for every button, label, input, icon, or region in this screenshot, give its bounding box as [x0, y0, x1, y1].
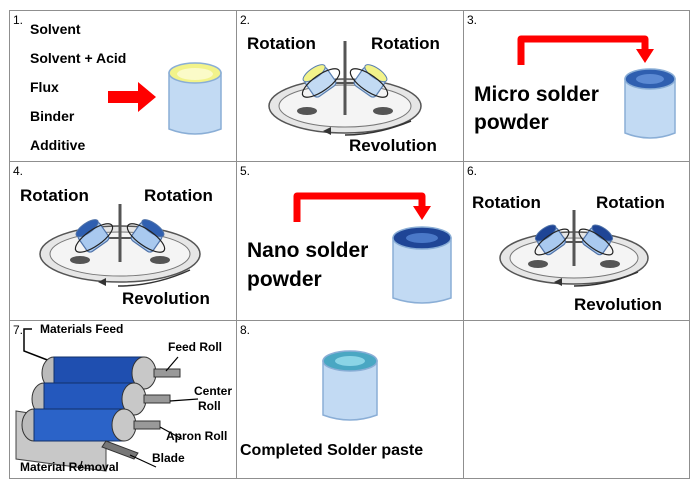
mixer-graphic [268, 41, 422, 136]
step-number: 5. [240, 164, 251, 178]
rotation-left-label: Rotation [472, 193, 541, 212]
cup-left-icon [74, 219, 114, 253]
cup-right-icon [349, 64, 389, 98]
ingredient-binder: Binder [30, 108, 75, 124]
step-3-cell: 3. Micro solder powder [463, 10, 690, 162]
right-arrow-icon [108, 82, 156, 112]
step-number: 4. [13, 164, 24, 178]
curved-arrow-icon [517, 35, 649, 65]
ingredient-solvent-acid: Solvent + Acid [30, 50, 127, 66]
step-4-cell: 4. Rotation Rotation Revolution [9, 161, 237, 321]
three-roll-mill-graphic [15, 328, 199, 472]
micro-solder-label: Micro solder [474, 83, 599, 106]
step-3-graphic [517, 35, 676, 139]
roll-label: Roll [198, 399, 221, 413]
cup-yellow-icon [168, 62, 222, 135]
completed-solder-paste-label: Completed Solder paste [240, 442, 424, 459]
revolution-label: Revolution [574, 295, 662, 314]
feed-roll-label: Feed Roll [168, 340, 223, 354]
step-8-cell: 8. Completed Solder paste [236, 320, 464, 479]
cup-left-icon [301, 64, 341, 98]
step-number: 6. [467, 164, 478, 178]
step-2-cell: 2. Rotation Rotation Revolution [236, 10, 464, 162]
powder-label: powder [474, 111, 549, 134]
rotation-left-label: Rotation [247, 34, 316, 53]
materials-feed-label: Materials Feed [40, 322, 124, 336]
step-5-graphic [293, 192, 452, 304]
step-8-graphic [322, 350, 378, 421]
step-number: 8. [240, 323, 251, 337]
mixer-graphic [39, 204, 201, 287]
step-1-graphic [108, 62, 222, 135]
step-6-cell: 6. Rotation Rotation Revolution [463, 161, 690, 321]
center-label: Center [194, 384, 233, 398]
rotation-right-label: Rotation [596, 193, 665, 212]
step-1-cell: 1. Solvent Solvent + Acid Flux Binder Ad… [9, 10, 237, 162]
ingredient-flux: Flux [30, 79, 59, 95]
ingredient-solvent: Solvent [30, 21, 81, 37]
powder-label: powder [247, 268, 322, 291]
ingredient-additive: Additive [30, 137, 86, 153]
mixer-graphic [499, 210, 649, 287]
nano-solder-label: Nano solder [247, 239, 369, 262]
step-number: 7. [13, 323, 24, 337]
blade-label: Blade [152, 451, 185, 465]
revolution-label: Revolution [122, 289, 210, 308]
step-number: 3. [467, 13, 478, 27]
empty-cell [463, 320, 690, 479]
apron-roll-icon [21, 408, 161, 442]
cup-left-icon [534, 224, 570, 256]
blade-icon [101, 440, 139, 460]
rotation-right-label: Rotation [371, 34, 440, 53]
apron-roll-label: Apron Roll [166, 429, 228, 443]
step-7-cell: 7. [9, 320, 237, 479]
curved-arrow-icon [293, 192, 426, 222]
rotation-right-label: Rotation [144, 186, 213, 205]
revolution-label: Revolution [349, 136, 437, 155]
step-number: 2. [240, 13, 251, 27]
cup-right-icon [578, 224, 614, 256]
material-removal-label: Material Removal [20, 460, 119, 474]
step-number: 1. [13, 13, 24, 27]
process-diagram: 1. Solvent Solvent + Acid Flux Binder Ad… [9, 10, 690, 479]
step-5-cell: 5. Nano solder powder [236, 161, 464, 321]
rotation-left-label: Rotation [20, 186, 89, 205]
cup-completed-icon [322, 350, 378, 421]
cup-blue-icon [624, 68, 676, 139]
cup-blue-icon [392, 226, 452, 304]
